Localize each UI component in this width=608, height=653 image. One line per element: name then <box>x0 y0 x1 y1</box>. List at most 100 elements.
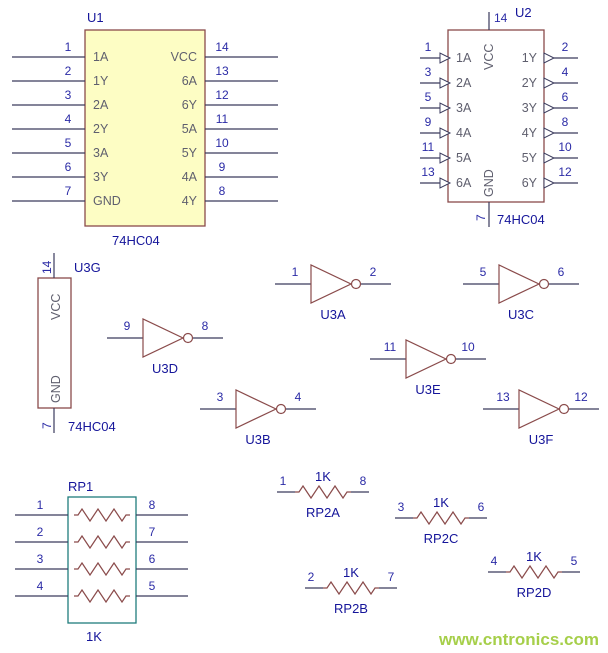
pin-name: 4Y <box>182 194 198 208</box>
rp1-refdes: RP1 <box>68 479 93 494</box>
pin-number: 5 <box>480 265 487 279</box>
pin-number: 7 <box>388 570 395 584</box>
pin-number: 4 <box>562 65 569 79</box>
pin-number: 9 <box>124 319 131 333</box>
u2-refdes: U2 <box>515 5 532 20</box>
gate-u3c: 5 6 U3C <box>463 264 579 322</box>
gate-refdes: U3F <box>529 432 554 447</box>
pin-number: 11 <box>384 340 397 354</box>
pin-number: 10 <box>558 140 572 154</box>
pin-number: 13 <box>421 165 435 179</box>
pin-name: 2Y <box>522 76 538 90</box>
pin-name: GND <box>482 169 496 197</box>
pin-name: 1Y <box>522 51 538 65</box>
inverter-triangle <box>235 389 278 429</box>
pin-number: 2 <box>65 64 72 78</box>
gate-refdes: U3E <box>415 382 441 397</box>
input-arrow-icon <box>439 77 452 89</box>
pin-number: 11 <box>216 112 229 126</box>
pin-name: 5A <box>456 151 472 165</box>
pin-number: 6 <box>558 265 565 279</box>
pin-number: 14 <box>215 40 229 54</box>
pin-number: 3 <box>217 390 224 404</box>
resistor-value: 1K <box>343 565 359 580</box>
pin-number: 3 <box>425 65 432 79</box>
input-arrow-icon <box>439 127 452 139</box>
component-u2: 14 U2 VCC GND 7 74HC04 1 1A 3 2A 5 3A 9 … <box>420 5 578 227</box>
gate-refdes: U3C <box>508 307 534 322</box>
pin-name: 2Y <box>93 122 109 136</box>
pin-number: 2 <box>37 525 44 539</box>
input-arrow-icon <box>439 152 452 164</box>
pin-number: 1 <box>292 265 299 279</box>
output-arrow-icon <box>543 127 556 139</box>
inverter-bubble <box>350 278 362 290</box>
pin-number: 8 <box>202 319 209 333</box>
pin-number: 6 <box>478 500 485 514</box>
pin-number: 11 <box>422 140 435 154</box>
pin-name: 1A <box>93 50 109 64</box>
component-rp1: RP1 1K 1 8 2 7 3 6 4 5 <box>15 479 188 644</box>
rp1-value: 1K <box>86 629 102 644</box>
watermark-text: www.cntronics.com <box>438 630 599 649</box>
pin-number: 2 <box>308 570 315 584</box>
pin-number: 1 <box>65 40 72 54</box>
resistor-value: 1K <box>315 469 331 484</box>
pin-number: 8 <box>562 115 569 129</box>
pin-number: 4 <box>295 390 302 404</box>
pin-number: 6 <box>562 90 569 104</box>
pin-name: 5A <box>182 122 198 136</box>
gate-refdes: U3D <box>152 361 178 376</box>
resistor-zigzag <box>74 588 130 604</box>
resistor-refdes: RP2A <box>306 505 340 520</box>
resistor-zigzag <box>413 510 469 526</box>
pin-name: GND <box>93 194 121 208</box>
output-arrow-icon <box>543 102 556 114</box>
pin-name: 3Y <box>93 170 109 184</box>
pin-name: 3A <box>93 146 109 160</box>
gate-u3e: 11 10 U3E <box>370 339 486 397</box>
pin-number: 13 <box>215 64 229 78</box>
pin-number: 4 <box>37 579 44 593</box>
output-arrow-icon <box>543 152 556 164</box>
pin-number: 3 <box>398 500 405 514</box>
pin-number: 7 <box>40 422 54 429</box>
pin-number: 12 <box>574 390 588 404</box>
pin-number: 8 <box>149 498 156 512</box>
pin-name: 4Y <box>522 126 538 140</box>
resistor-zigzag <box>323 580 379 596</box>
pin-number: 9 <box>425 115 432 129</box>
pin-name: 3A <box>456 101 472 115</box>
pin-number: 2 <box>562 40 569 54</box>
pin-name: 1A <box>456 51 472 65</box>
pin-name: 2A <box>456 76 472 90</box>
pin-number: 9 <box>219 160 226 174</box>
inverter-triangle <box>310 264 353 304</box>
output-arrow-icon <box>543 52 556 64</box>
pin-name: 6A <box>182 74 198 88</box>
component-rp2b: 2 7 1K RP2B <box>305 565 397 616</box>
input-arrow-icon <box>439 177 452 189</box>
resistor-value: 1K <box>433 495 449 510</box>
resistor-refdes: RP2B <box>334 601 368 616</box>
u1-part-number: 74HC04 <box>112 233 160 248</box>
u3g-part-number: 74HC04 <box>68 419 116 434</box>
pin-number: 10 <box>461 340 475 354</box>
u1-body <box>84 29 206 227</box>
output-arrow-icon <box>543 77 556 89</box>
pin-number: 6 <box>65 160 72 174</box>
resistor-refdes: RP2D <box>517 585 552 600</box>
pin-name: 6Y <box>182 98 198 112</box>
pin-name: 3Y <box>522 101 538 115</box>
pin-number: 14 <box>494 11 508 25</box>
pin-name: 5Y <box>182 146 198 160</box>
pin-number: 6 <box>149 552 156 566</box>
pin-number: 14 <box>40 260 54 274</box>
resistor-refdes: RP2C <box>424 531 459 546</box>
u3g-refdes: U3G <box>74 260 101 275</box>
pin-number: 10 <box>215 136 229 150</box>
pin-number: 7 <box>149 525 156 539</box>
resistor-zigzag <box>506 564 562 580</box>
